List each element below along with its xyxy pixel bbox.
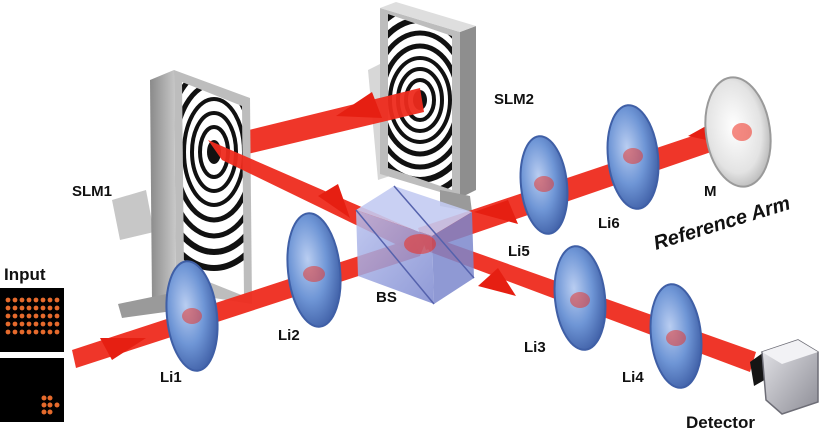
label-input: Input <box>4 265 46 284</box>
input-dot <box>5 321 11 327</box>
input-dot-cluster <box>41 395 60 415</box>
input-dot <box>40 329 46 335</box>
beam-slm2-to-slm1 <box>208 88 424 162</box>
input-dot <box>12 305 18 311</box>
slm1-stand <box>118 292 180 318</box>
label-li3: Li3 <box>524 339 546 356</box>
input-dot <box>19 321 25 327</box>
label-li2: Li2 <box>278 327 300 344</box>
beam-arrow <box>100 338 146 360</box>
input-dot <box>33 305 39 311</box>
label-li4: Li4 <box>622 369 644 386</box>
input-dot <box>54 321 60 327</box>
lens-li3 <box>553 245 607 351</box>
input-dot <box>19 305 25 311</box>
input-dot <box>47 321 53 327</box>
beam-arrow <box>318 184 350 218</box>
cube-diagonal <box>355 209 435 305</box>
input-dot <box>40 305 46 311</box>
slm2-frame-side <box>460 26 476 198</box>
label-li1: Li1 <box>160 369 182 386</box>
input-dot <box>12 321 18 327</box>
input-dot <box>26 329 32 335</box>
cube-top <box>356 186 472 236</box>
slm1-shadow <box>112 190 154 240</box>
input-dot <box>12 297 18 303</box>
input-panel-bottom <box>0 358 64 422</box>
input-dot <box>5 313 11 319</box>
lens-li1 <box>165 260 219 372</box>
input-dot <box>40 313 46 319</box>
input-dot <box>47 297 53 303</box>
cube-beam-glow <box>404 234 436 254</box>
label-mirror: M <box>704 183 717 200</box>
input-dot <box>47 313 53 319</box>
beam-arrow <box>474 200 518 224</box>
input-dot <box>54 313 60 319</box>
beam-splitter-cube <box>355 185 475 305</box>
input-dot <box>26 313 32 319</box>
mirror-m <box>704 76 772 188</box>
input-dot <box>47 329 53 335</box>
slm1-frame-side <box>150 70 176 302</box>
input-dot <box>47 305 53 311</box>
label-bs: BS <box>376 289 397 306</box>
cube-side <box>432 212 474 304</box>
input-dot <box>5 305 11 311</box>
input-dot <box>5 329 11 335</box>
lens-li4 <box>649 283 703 389</box>
input-dot <box>26 321 32 327</box>
input-dot <box>12 313 18 319</box>
label-slm2: SLM2 <box>494 91 534 108</box>
beam-arrow <box>478 268 516 296</box>
detector-top <box>762 340 818 364</box>
input-dot <box>54 329 60 335</box>
input-dot <box>33 297 39 303</box>
input-dot <box>26 297 32 303</box>
input-dot <box>33 313 39 319</box>
input-dot <box>40 321 46 327</box>
input-dot-grid <box>5 297 60 335</box>
input-dot <box>33 329 39 335</box>
input-dot <box>5 297 11 303</box>
input-panel-top <box>0 288 64 352</box>
label-slm1: SLM1 <box>72 183 112 200</box>
detector <box>750 339 819 415</box>
lens-li5 <box>519 135 569 235</box>
slm2 <box>368 2 476 212</box>
input-dot <box>19 329 25 335</box>
input-dot <box>19 297 25 303</box>
lens-li2 <box>286 212 342 328</box>
lens-li6 <box>606 104 660 210</box>
input-dot <box>40 297 46 303</box>
label-reference-arm: Reference Arm <box>651 192 793 254</box>
label-li5: Li5 <box>508 243 530 260</box>
slm1 <box>112 70 252 318</box>
input-dot <box>12 329 18 335</box>
input-dot <box>54 305 60 311</box>
label-detector: Detector <box>686 413 755 432</box>
input-dot <box>19 313 25 319</box>
input-dot <box>54 297 60 303</box>
slm2-frame-top <box>380 2 476 32</box>
label-li6: Li6 <box>598 215 620 232</box>
beam-arrow <box>336 92 382 118</box>
input-dot <box>33 321 39 327</box>
input-dot <box>26 305 32 311</box>
